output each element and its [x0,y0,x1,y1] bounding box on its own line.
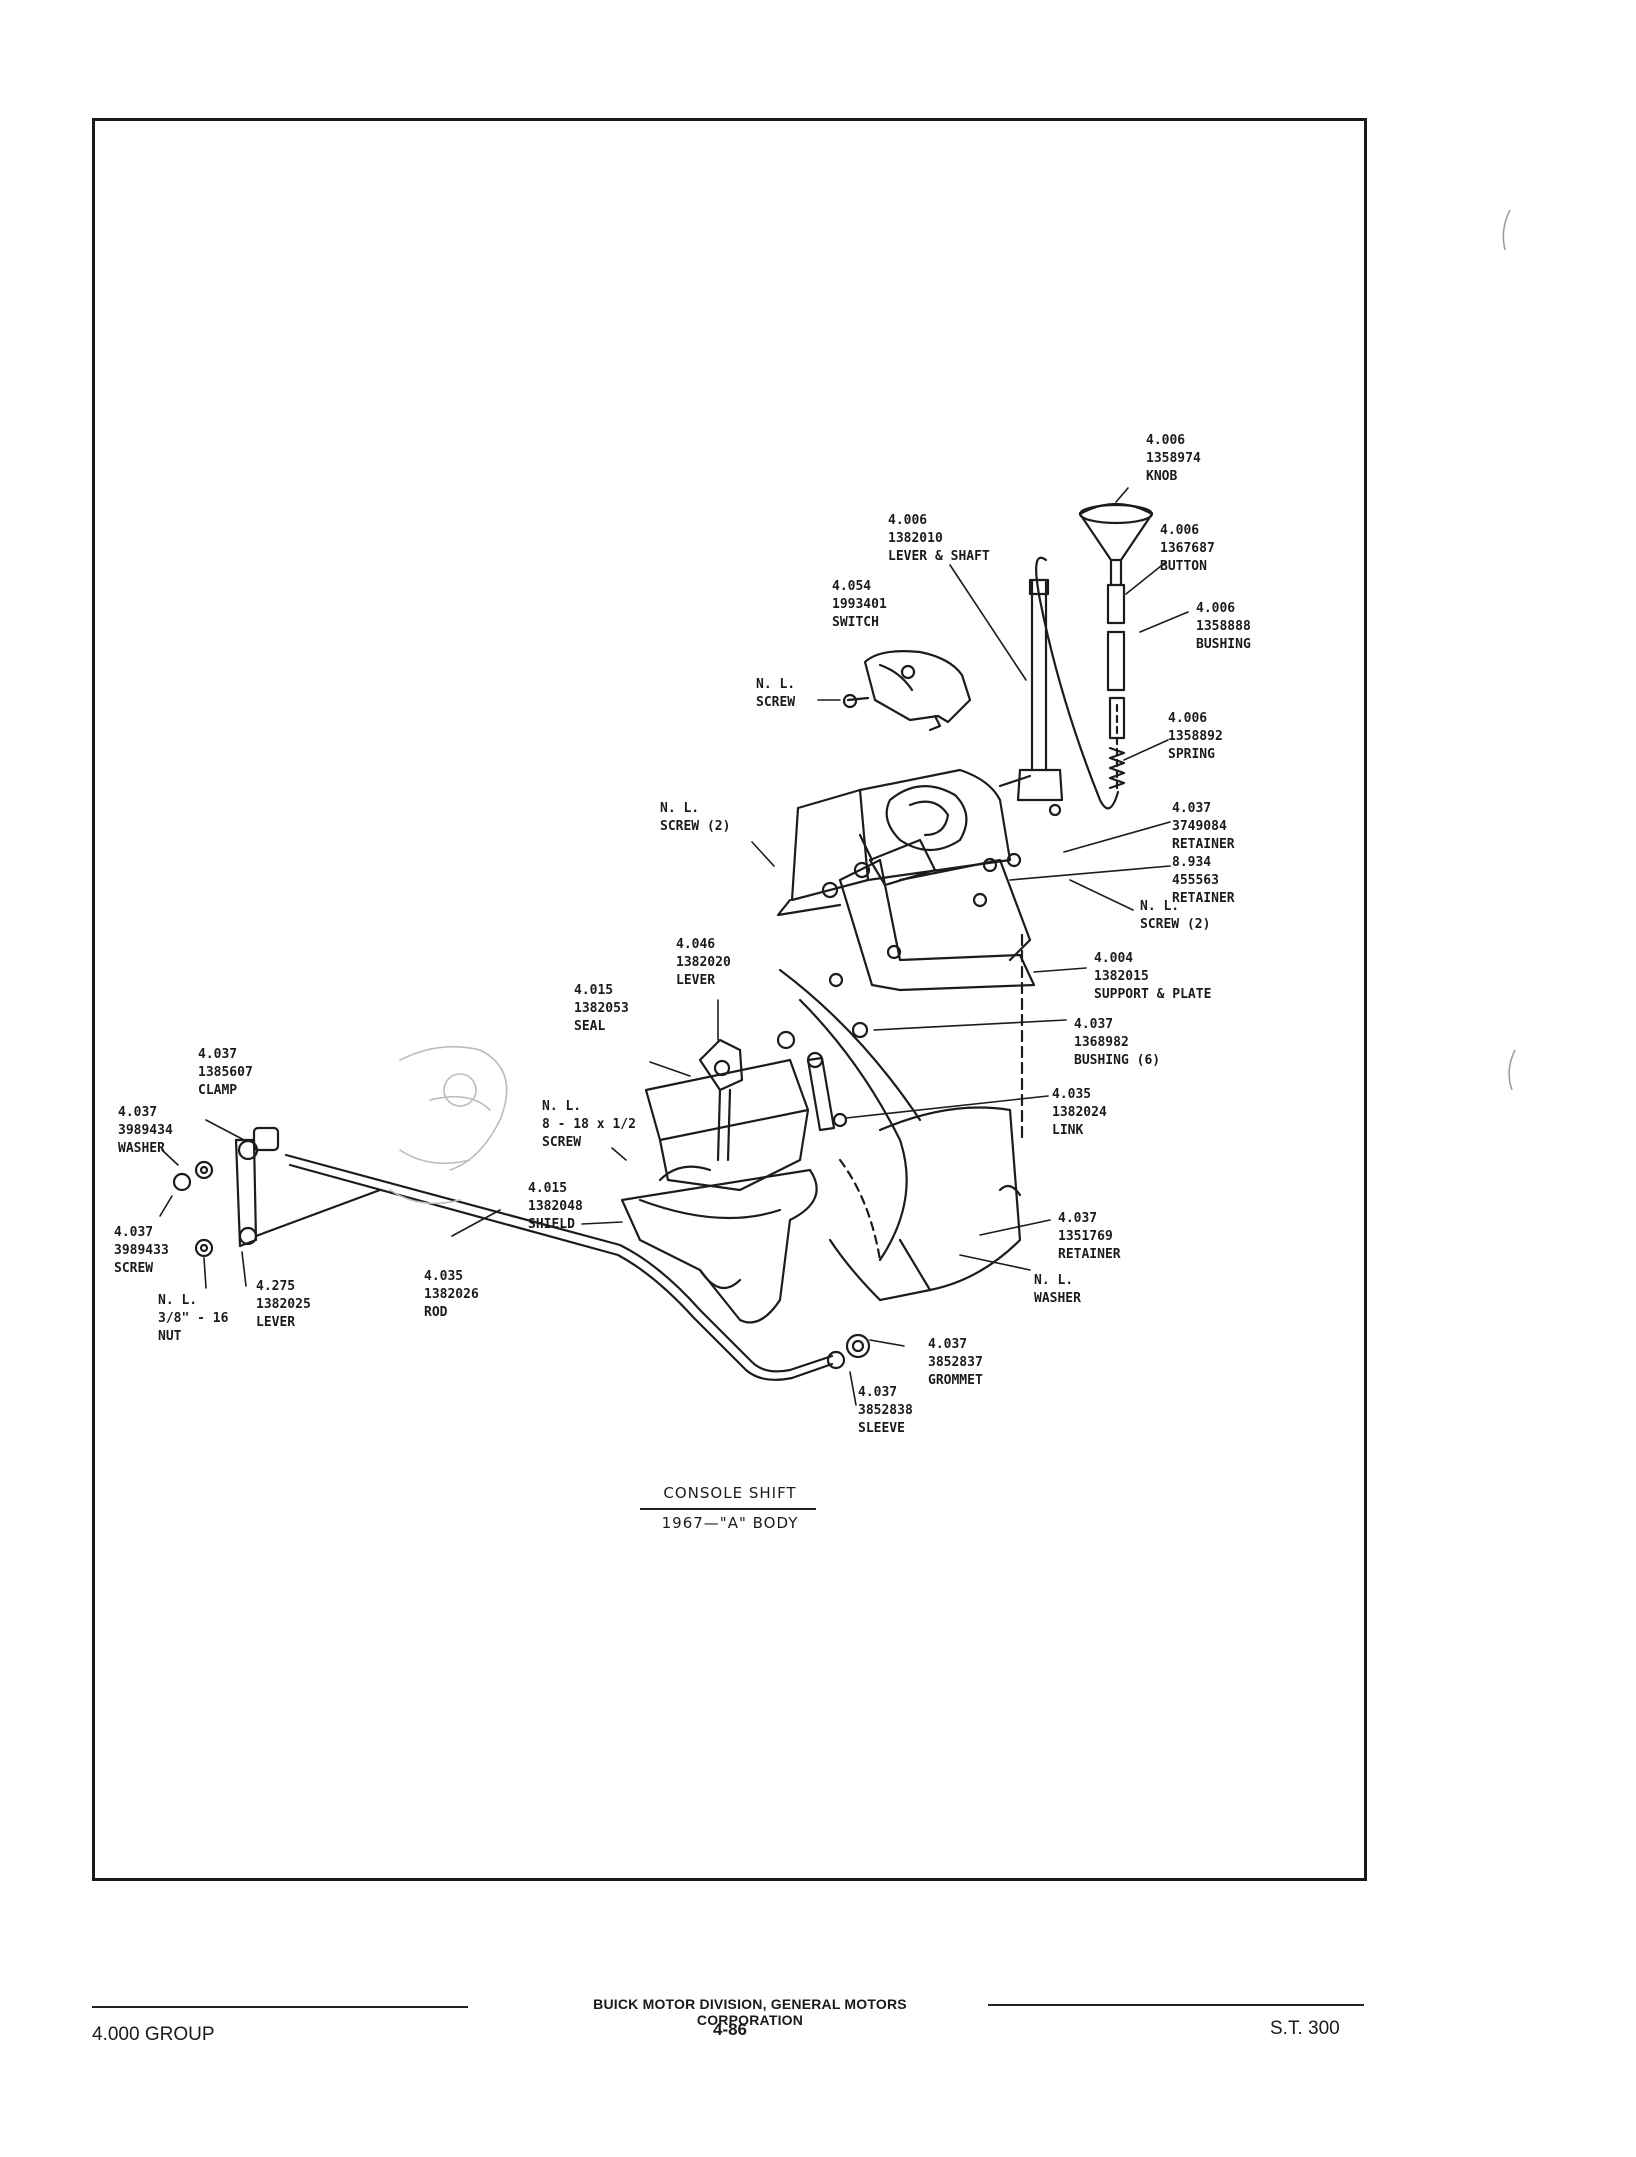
label-knob: 4.006 1358974 KNOB [1146,433,1201,484]
label-bushing-top: 4.006 1358888 BUSHING [1196,601,1251,652]
leader-lines [159,487,1189,1406]
label-grommet: 4.037 3852837 GROMMET [928,1337,983,1388]
label-screw-3989433: 4.037 3989433 SCREW [114,1225,169,1276]
support-plate-part [838,852,1036,1142]
label-rod: 4.035 1382026 ROD [424,1269,479,1320]
footer-page-number: 4-86 [712,2020,748,2039]
footer-group: 4.000 GROUP [92,2024,215,2045]
label-support-plate: 4.004 1382015 SUPPORT & PLATE [1094,951,1212,1002]
footer-rule-left [92,2006,468,2008]
knob-part [1078,503,1154,587]
label-button: 4.006 1367687 BUTTON [1160,523,1215,574]
footer-publisher: BUICK MOTOR DIVISION, GENERAL MOTORS COR… [593,1996,907,2028]
label-lever-4046: 4.046 1382020 LEVER [676,937,731,988]
floor-pan-part [778,968,1022,1302]
label-seal: 4.015 1382053 SEAL [574,983,629,1034]
label-link: 4.035 1382024 LINK [1052,1087,1107,1138]
label-retainer: 4.037 3749084 RETAINER 8.934 455563 RETA… [1172,801,1235,906]
label-spring: 4.006 1358892 SPRING [1168,711,1223,762]
switch-part [842,650,972,732]
label-nl-screw-2-left: N. L. SCREW (2) [660,801,731,834]
label-lever-4275: 4.275 1382025 LEVER [256,1279,311,1330]
caption-subtitle: 1967—"A" BODY [661,1514,799,1532]
label-nl-screw-size: N. L. 8 - 18 x 1/2 SCREW [542,1099,636,1150]
label-sleeve: 4.037 3852838 SLEEVE [858,1385,913,1436]
rod-part [284,1153,871,1381]
upper-bracket-part [776,768,1012,917]
lower-lever-part [172,1126,382,1258]
label-bushing-6: 4.037 1368982 BUSHING (6) [1074,1017,1161,1068]
transmission-sketch [389,1045,508,1205]
label-nl-screw-2-right: N. L. SCREW (2) [1140,899,1211,932]
label-washer: 4.037 3989434 WASHER [118,1105,173,1156]
button-column-part [1106,583,1126,792]
caption-title: CONSOLE SHIFT [663,1484,797,1502]
label-nl-screw: N. L. SCREW [756,677,796,710]
lever-shaft-part [998,556,1120,817]
label-lever-shaft: 4.006 1382010 LEVER & SHAFT [888,513,990,564]
seal-part [644,1030,810,1192]
footer-service-ref: S.T. 300 [1270,2018,1340,2039]
label-nl-washer: N. L. WASHER [1034,1273,1081,1306]
label-shield: 4.015 1382048 SHIELD [528,1181,583,1232]
diagram-frame [92,118,1367,1881]
shield-part [620,1165,818,1324]
label-switch: 4.054 1993401 SWITCH [832,579,887,630]
footer-rule-right [988,2004,1364,2006]
caption-divider [640,1508,816,1510]
label-clamp: 4.037 1385607 CLAMP [198,1047,253,1098]
link-part [806,972,869,1132]
label-nl-nut: N. L. 3/8" - 16 NUT [158,1293,229,1344]
label-retainer-1351769: 4.037 1351769 RETAINER [1058,1211,1121,1262]
